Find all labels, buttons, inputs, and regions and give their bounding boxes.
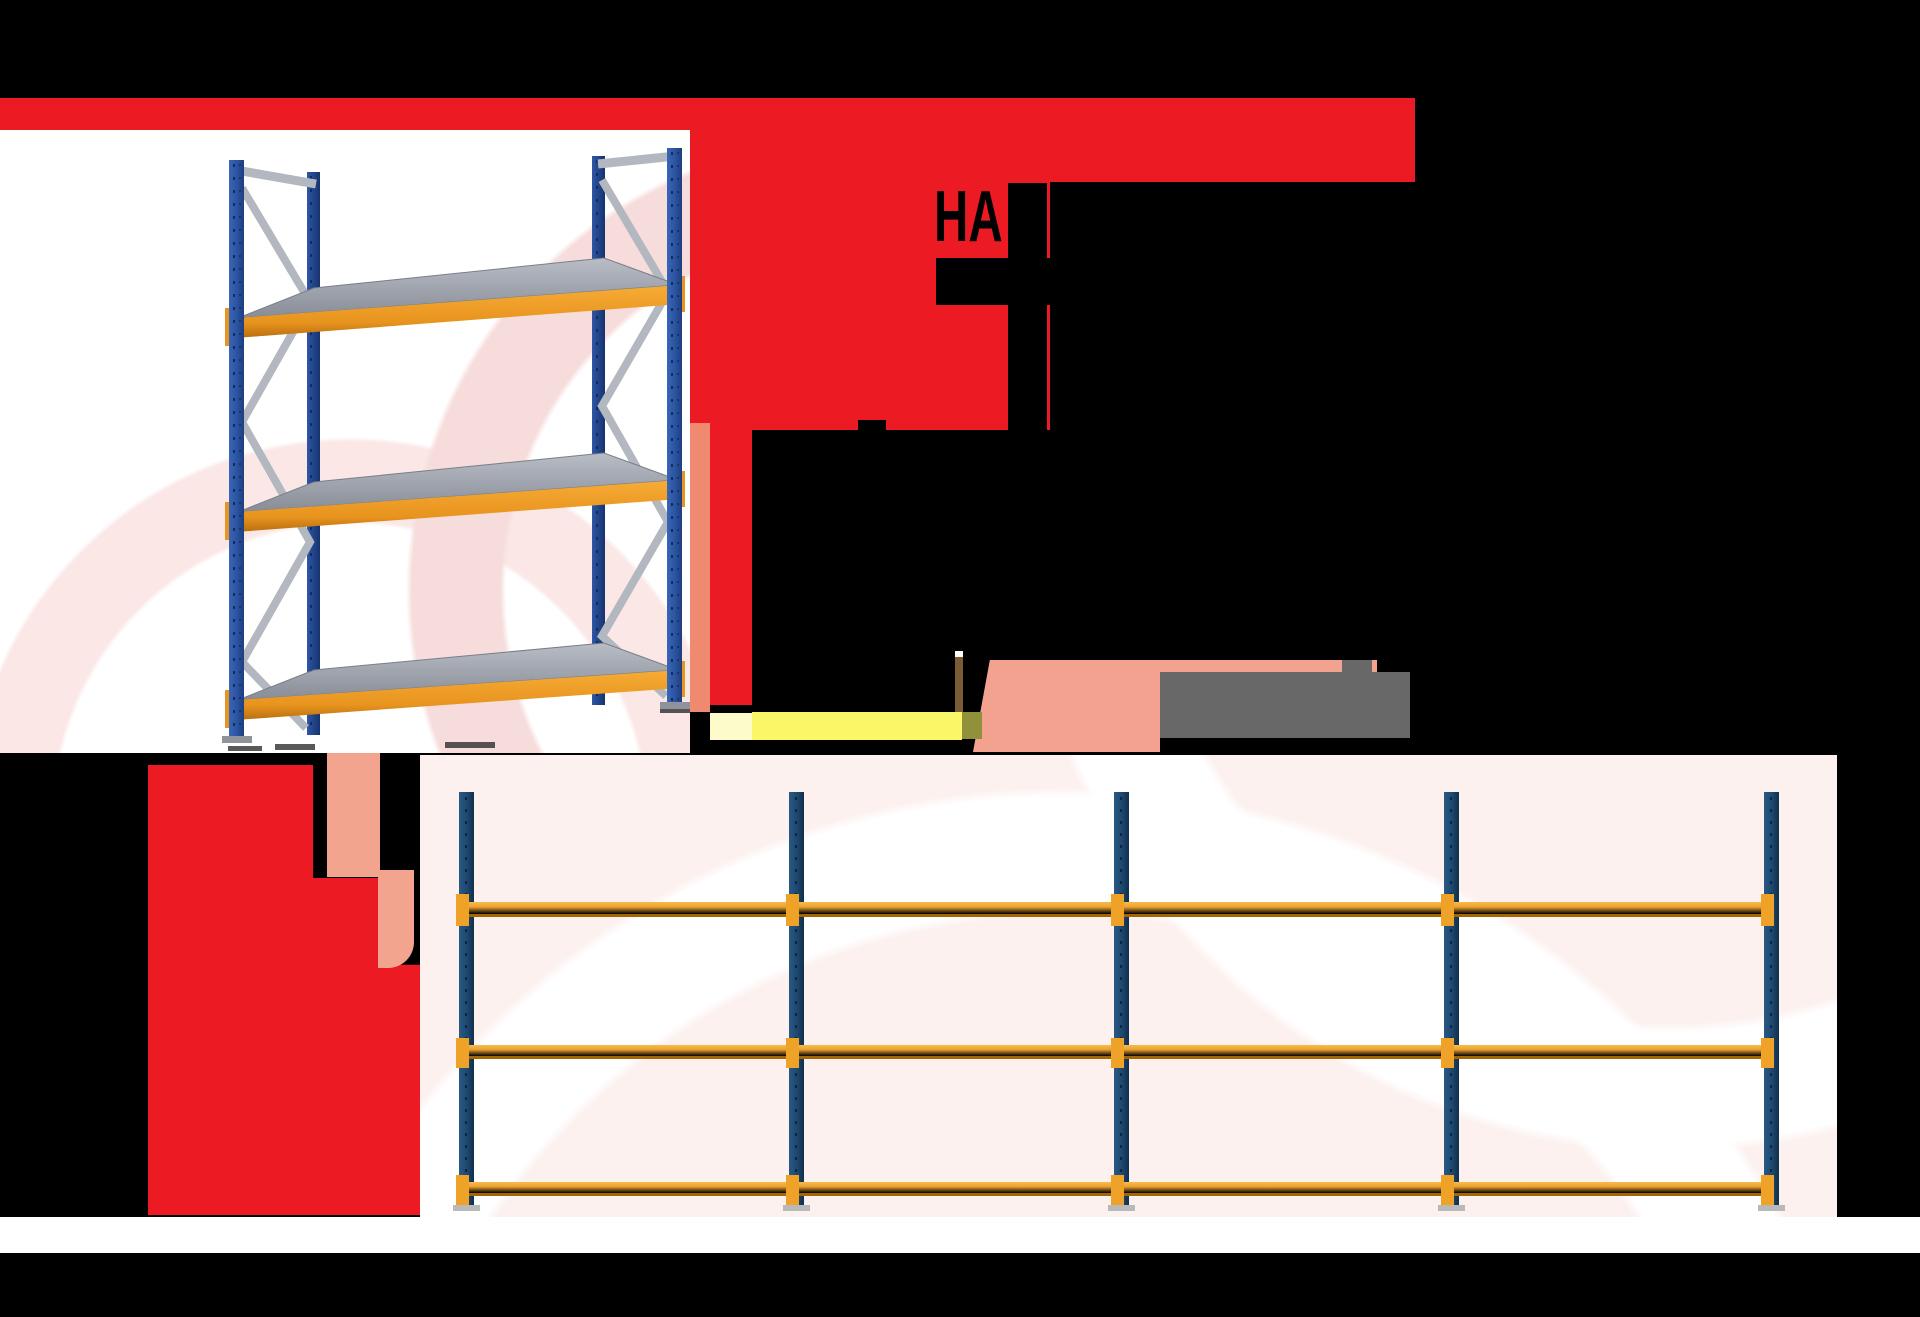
rack-beam-level [456, 1175, 1774, 1205]
page-title-fragment: HA [934, 177, 1003, 257]
rack-upright [1758, 792, 1785, 1211]
yellow-band [752, 712, 962, 740]
rack-upright [783, 792, 810, 1211]
red-band-left [0, 98, 690, 130]
olive-square [962, 712, 982, 739]
hidden-glyph-block [1008, 183, 1047, 430]
hidden-glyph-block [858, 420, 886, 430]
grey-wordmark-icon [1342, 660, 1372, 672]
salmon-strip-icon [1160, 660, 1377, 672]
rack-shelf [225, 452, 685, 540]
rack-post [222, 160, 252, 743]
rack-beam-level [456, 1038, 1774, 1068]
grey-wordmark-icon [1160, 672, 1410, 738]
red-band-right [1050, 98, 1415, 182]
rack-post [307, 172, 320, 735]
rack-post [592, 156, 605, 705]
rack-top-brace [235, 151, 677, 189]
photo-3d-pallet-rack [0, 130, 690, 753]
photo-rack-front-elevation [420, 755, 1837, 1217]
salmon-arc-segment-icon [378, 870, 414, 968]
front-rack-drawing [453, 792, 1785, 1211]
3d-rack-drawing [222, 148, 690, 751]
rack-upright [453, 792, 480, 1211]
rack-uprights [453, 792, 1785, 1211]
brown-post-tip [955, 651, 963, 657]
hidden-glyph-block [936, 258, 1050, 305]
salmon-slash-icon [973, 660, 1160, 752]
rack-post [660, 148, 690, 709]
salmon-strip-icon [690, 423, 710, 712]
rack-shelf [225, 642, 685, 728]
rack-upright [1108, 792, 1135, 1211]
brown-post-icon [955, 657, 963, 712]
rack-shadows [228, 708, 690, 751]
rack-beam-level [456, 894, 1774, 926]
salmon-arc-segment-icon [327, 743, 380, 877]
red-mid-column [710, 430, 752, 705]
white-floor-band [0, 1217, 1920, 1253]
rack-upright [1438, 792, 1465, 1211]
yellow-band-pale [710, 713, 752, 740]
